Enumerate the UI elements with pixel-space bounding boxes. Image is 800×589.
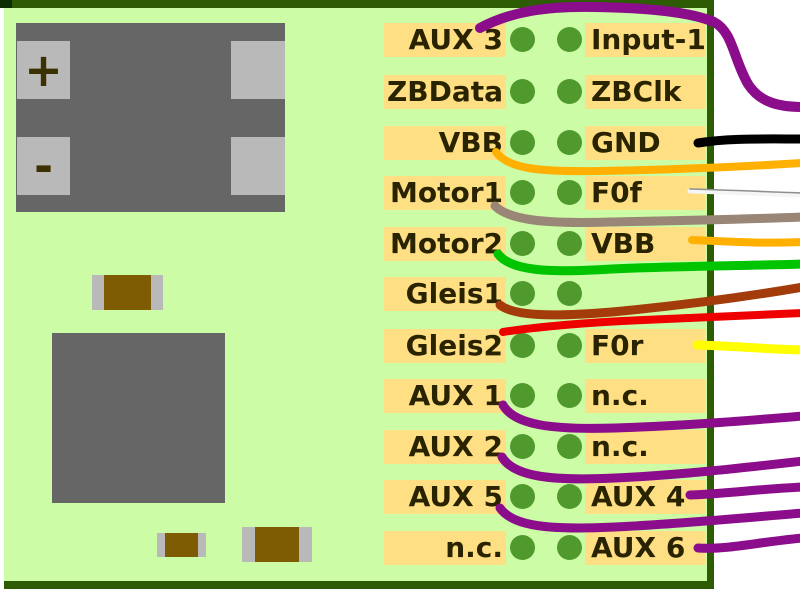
smd-end-cap xyxy=(92,275,104,310)
smd-component xyxy=(157,533,206,557)
pad-dot xyxy=(510,130,535,155)
pad-dot xyxy=(557,180,582,205)
pin-row: Motor1 F0f xyxy=(0,176,800,210)
smd-end-cap xyxy=(198,533,206,557)
pin-label-left: AUX 1 xyxy=(384,379,506,413)
pad-dot xyxy=(557,383,582,408)
pad-dot xyxy=(557,535,582,560)
pad-dot xyxy=(557,434,582,459)
pin-label-left: Gleis2 xyxy=(384,329,506,363)
pin-row: Gleis1 xyxy=(0,277,800,311)
pin-label-right: AUX 4 xyxy=(585,480,705,514)
pad-dot xyxy=(510,231,535,256)
pad-dot xyxy=(510,281,535,306)
pad-dot xyxy=(510,333,535,358)
pin-label-right: F0f xyxy=(585,176,705,210)
board-corner xyxy=(0,0,12,8)
pad-dot xyxy=(510,27,535,52)
pin-row: Gleis2 F0r xyxy=(0,329,800,363)
pin-label-right: GND xyxy=(585,126,705,160)
plus-terminal-pad: + xyxy=(17,41,70,99)
pin-label-left: VBB xyxy=(384,126,506,160)
pin-label-left: AUX 5 xyxy=(384,480,506,514)
capacitor-component: + - xyxy=(16,23,285,212)
smd-component xyxy=(92,275,163,310)
pad-dot xyxy=(557,484,582,509)
pad-dot xyxy=(510,484,535,509)
smd-body xyxy=(165,533,198,557)
pad-dot xyxy=(557,79,582,104)
ic-chip xyxy=(52,333,225,503)
pin-row: AUX 2 n.c. xyxy=(0,430,800,464)
pad-dot xyxy=(557,231,582,256)
terminal-pad xyxy=(231,41,285,99)
pin-row: n.c. AUX 6 xyxy=(0,531,800,565)
smd-component xyxy=(242,527,312,562)
minus-label: - xyxy=(33,139,54,193)
pad-dot xyxy=(510,79,535,104)
smd-end-cap xyxy=(242,527,255,562)
pad-dot xyxy=(557,27,582,52)
pad-dot xyxy=(510,180,535,205)
pin-label-right: AUX 6 xyxy=(585,531,705,565)
pad-dot xyxy=(510,383,535,408)
terminal-pad xyxy=(231,137,285,195)
smd-body xyxy=(255,527,299,562)
smd-end-cap xyxy=(157,533,165,557)
pin-label-right: VBB xyxy=(585,227,705,261)
pin-label-left: Motor1 xyxy=(384,176,506,210)
plus-label: + xyxy=(24,43,63,97)
minus-terminal-pad: - xyxy=(17,137,70,195)
smd-end-cap xyxy=(151,275,163,310)
pad-dot xyxy=(557,333,582,358)
pin-label-left: ZBData xyxy=(384,75,506,109)
smd-end-cap xyxy=(299,527,312,562)
pin-label-right: Input-1 xyxy=(585,23,706,57)
pin-label-right: n.c. xyxy=(585,379,705,413)
pin-label-left: n.c. xyxy=(384,531,506,565)
pin-label-right: ZBClk xyxy=(585,75,705,109)
pin-row: VBB GND xyxy=(0,126,800,160)
pin-row: AUX 5 AUX 4 xyxy=(0,480,800,514)
pad-dot xyxy=(557,130,582,155)
pad-dot xyxy=(510,434,535,459)
pin-row: Motor2 VBB xyxy=(0,227,800,261)
pin-row: AUX 3 Input-1 xyxy=(0,23,800,57)
pin-label-left: AUX 2 xyxy=(384,430,506,464)
pin-label-left: AUX 3 xyxy=(384,23,506,57)
pad-dot xyxy=(557,281,582,306)
pin-label-left: Motor2 xyxy=(384,227,506,261)
pin-label-right: F0r xyxy=(585,329,705,363)
pin-row: AUX 1 n.c. xyxy=(0,379,800,413)
pin-row: ZBData ZBClk xyxy=(0,75,800,109)
pin-label-left: Gleis1 xyxy=(384,277,506,311)
smd-body xyxy=(104,275,151,310)
pin-label-right: n.c. xyxy=(585,430,705,464)
pad-dot xyxy=(510,535,535,560)
